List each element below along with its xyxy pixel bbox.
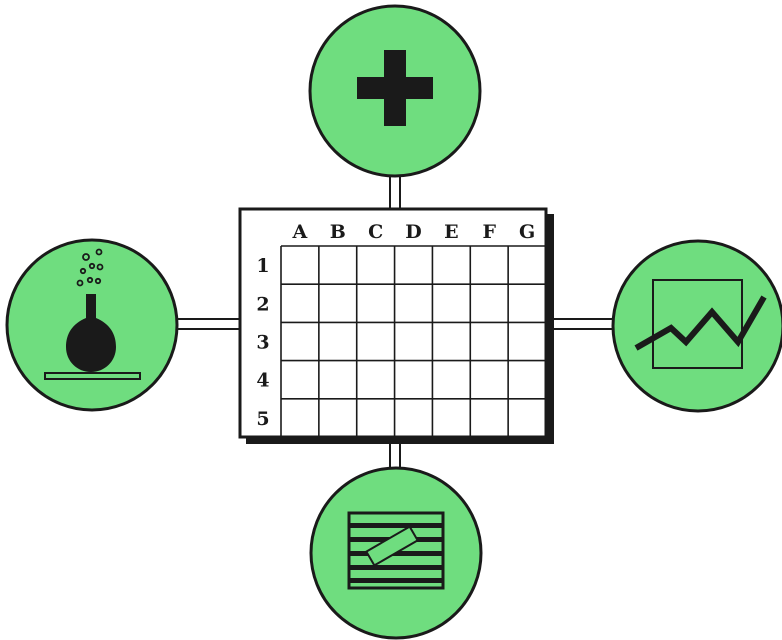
column-label: E bbox=[444, 221, 458, 243]
row-label: 5 bbox=[256, 408, 269, 430]
column-label: F bbox=[482, 221, 496, 243]
flask-icon bbox=[44, 248, 141, 380]
node-bottom bbox=[309, 466, 483, 640]
bubbles bbox=[76, 248, 104, 287]
row-label: 4 bbox=[256, 370, 269, 392]
row-label: 3 bbox=[256, 332, 269, 354]
column-label: B bbox=[330, 221, 346, 243]
flask-body bbox=[66, 294, 116, 372]
flask-stand bbox=[44, 372, 141, 380]
connector-bottom bbox=[389, 439, 401, 471]
connector-left bbox=[175, 318, 245, 330]
chart-line bbox=[634, 295, 767, 351]
node-left bbox=[5, 238, 179, 412]
spreadsheet-grid bbox=[280, 245, 547, 438]
column-label: A bbox=[292, 221, 308, 243]
column-label: C bbox=[368, 221, 383, 243]
line-chart-icon bbox=[634, 279, 767, 369]
column-label: G bbox=[519, 221, 535, 243]
chart-frame bbox=[652, 279, 743, 369]
connector-top bbox=[389, 174, 401, 213]
row-label: 2 bbox=[256, 293, 269, 315]
document-icon bbox=[347, 511, 445, 590]
connector-right bbox=[549, 318, 617, 330]
node-right bbox=[611, 239, 782, 413]
document-label bbox=[364, 525, 420, 567]
column-label: D bbox=[405, 221, 421, 243]
row-labels: 1 2 3 4 5 bbox=[256, 255, 269, 430]
row-label: 1 bbox=[256, 255, 269, 277]
plus-icon bbox=[357, 50, 433, 126]
node-top bbox=[308, 4, 482, 178]
